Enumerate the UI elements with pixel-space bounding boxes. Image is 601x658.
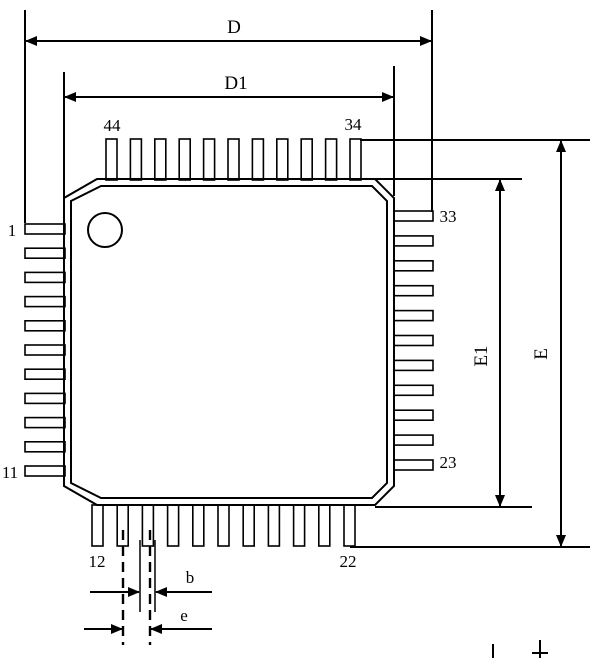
pin — [192, 504, 205, 547]
pin — [91, 504, 104, 547]
pin — [324, 138, 338, 181]
pin — [393, 384, 434, 397]
pin — [105, 138, 118, 181]
pin — [393, 334, 434, 347]
pin-label-11: 11 — [2, 463, 18, 482]
pin-label-1: 1 — [8, 221, 17, 240]
pin — [24, 465, 66, 477]
package-body-outer — [63, 178, 395, 506]
pin — [141, 504, 155, 547]
pin — [317, 504, 331, 547]
b-label: b — [186, 568, 195, 587]
pin — [300, 138, 314, 181]
pin — [24, 295, 66, 308]
pin — [393, 235, 434, 247]
pin — [251, 138, 265, 181]
d1-label: D1 — [224, 73, 247, 94]
pin — [129, 138, 143, 181]
pin1-indicator — [87, 212, 123, 248]
pin — [178, 138, 191, 181]
pin — [217, 504, 230, 547]
e1-label: E1 — [471, 345, 492, 366]
pin — [24, 271, 66, 284]
pin — [166, 504, 180, 547]
pin — [202, 138, 216, 181]
pin-label-44: 44 — [104, 116, 122, 135]
pin — [24, 319, 66, 332]
pin-label-12: 12 — [89, 552, 106, 571]
pin — [349, 138, 362, 181]
pins-right-column — [393, 210, 434, 471]
pins-left-column — [24, 223, 66, 477]
pins-bottom-row — [91, 504, 356, 547]
pin — [393, 309, 434, 322]
pin — [393, 284, 434, 297]
pin — [393, 434, 434, 446]
pin — [24, 440, 66, 453]
pin — [393, 210, 434, 222]
pin-label-23: 23 — [440, 453, 457, 472]
pin — [24, 392, 66, 405]
pin — [24, 223, 66, 235]
pin — [227, 138, 240, 181]
pin — [24, 368, 66, 381]
pin — [292, 504, 306, 547]
pin — [343, 504, 356, 547]
pin-label-33: 33 — [440, 207, 457, 226]
pin — [393, 409, 434, 422]
pin — [393, 259, 434, 272]
pin-label-34: 34 — [345, 115, 363, 134]
pins-top-row — [105, 138, 362, 181]
pin — [275, 138, 289, 181]
pin — [393, 459, 434, 471]
e-label: E — [531, 348, 552, 360]
pin — [24, 416, 66, 429]
pin — [393, 359, 434, 372]
pin — [24, 247, 66, 259]
e-pitch-label: e — [180, 606, 188, 625]
d-label: D — [227, 17, 241, 38]
pin — [242, 504, 255, 547]
pin — [154, 138, 167, 181]
pin — [24, 344, 66, 356]
package-body-inner — [70, 185, 388, 499]
pin-label-22: 22 — [340, 552, 357, 571]
pin — [267, 504, 281, 547]
